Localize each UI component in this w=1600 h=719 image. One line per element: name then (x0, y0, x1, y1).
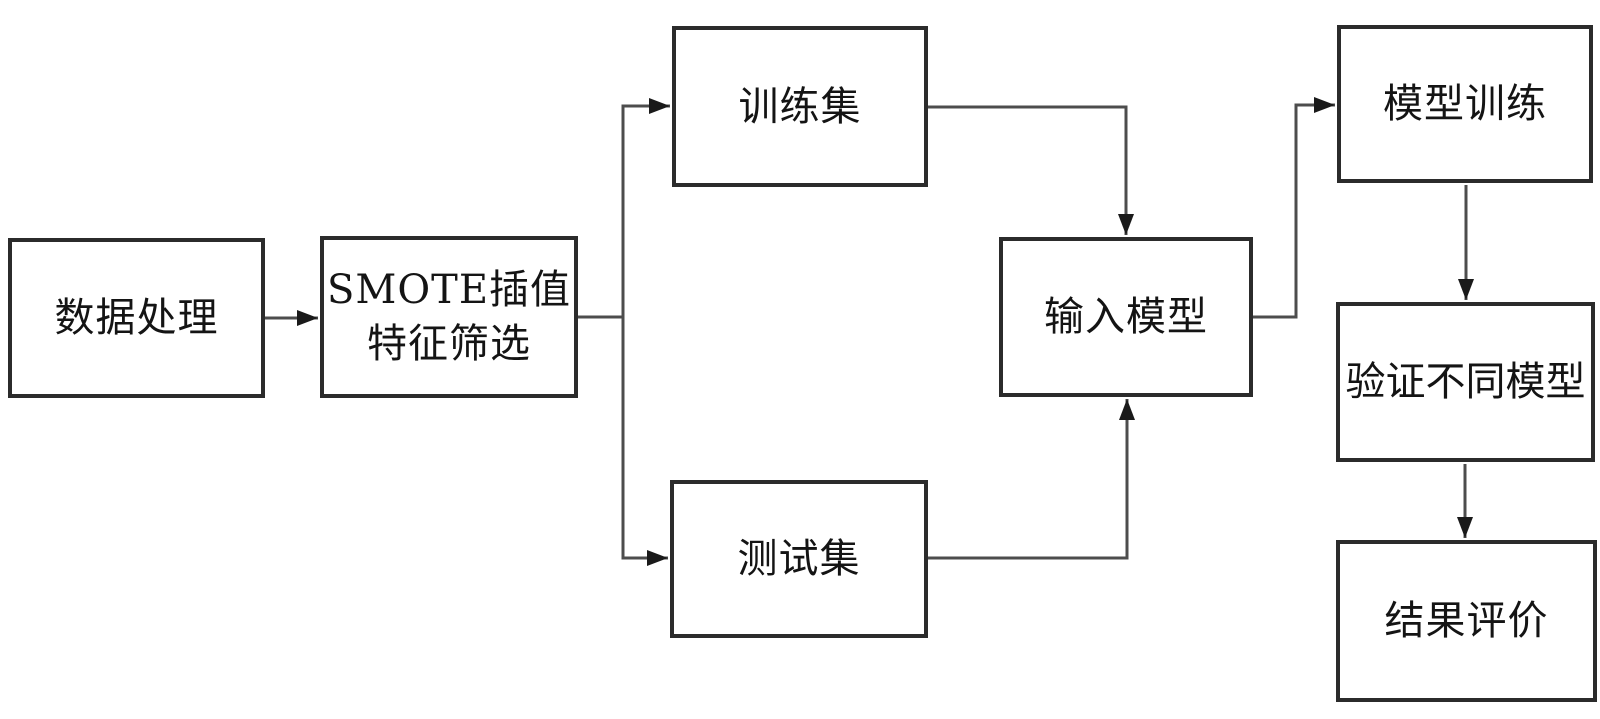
node-input-model: 输入模型 (999, 237, 1253, 397)
node-label-result-evaluation: 结果评价 (1384, 598, 1549, 644)
node-label-data-processing: 数据处理 (54, 295, 219, 341)
edge-input-model-to-model-training (1253, 97, 1335, 319)
node-test-set: 测试集 (670, 480, 928, 638)
edge-smote-to-test-set (621, 317, 668, 566)
edge-training-set-to-input-model (928, 105, 1134, 235)
node-label-validate-models: 验证不同模型 (1345, 359, 1586, 405)
node-data-processing: 数据处理 (8, 238, 265, 398)
node-label-smote-feature-selection: SMOTE插值 特征筛选 (326, 267, 572, 367)
node-result-evaluation: 结果评价 (1336, 540, 1597, 702)
node-training-set: 训练集 (672, 26, 928, 187)
node-validate-models: 验证不同模型 (1336, 302, 1595, 462)
edge-smote-to-training-set (621, 98, 670, 317)
node-label-test-set: 测试集 (737, 536, 861, 582)
node-smote-feature-selection: SMOTE插值 特征筛选 (320, 236, 578, 398)
edge-test-set-to-input-model (928, 399, 1135, 560)
node-label-model-training: 模型训练 (1383, 81, 1547, 127)
node-label-training-set: 训练集 (738, 83, 862, 130)
node-label-input-model: 输入模型 (1044, 294, 1208, 340)
node-model-training: 模型训练 (1337, 25, 1593, 183)
